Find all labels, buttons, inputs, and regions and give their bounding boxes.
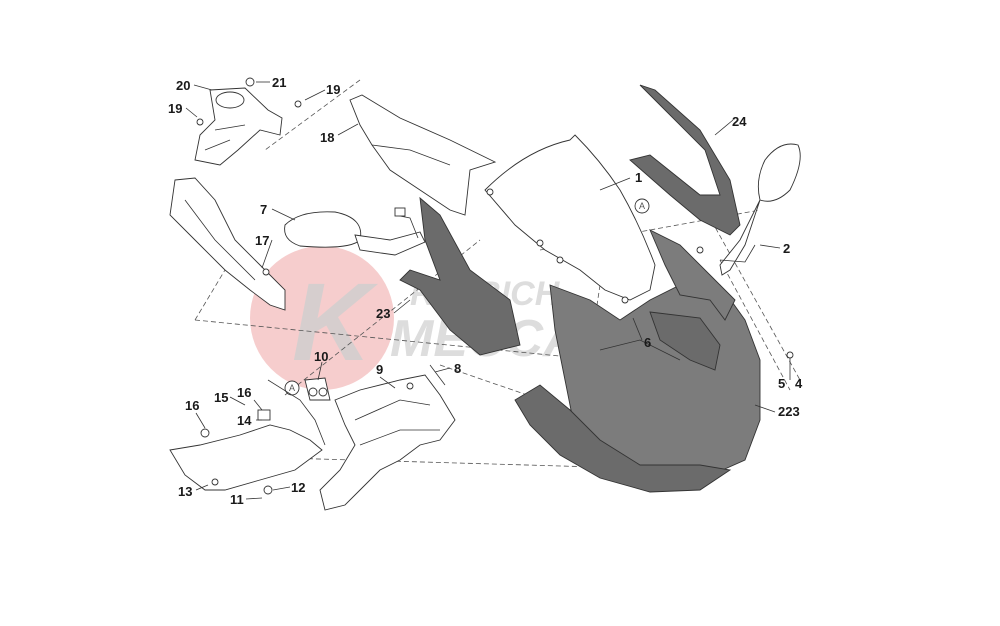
callouts: 20 21 19 19 18 7 17 1 24 2 23 6 10 9 8 5… xyxy=(168,75,803,507)
mirror-left-part xyxy=(284,207,426,256)
callout-19-left: 19 xyxy=(168,101,182,116)
callout-16-left: 16 xyxy=(185,398,199,413)
main-fairing-part xyxy=(514,229,761,493)
reference-mark-a-left: A xyxy=(289,383,295,393)
callout-20: 20 xyxy=(176,78,190,93)
callout-5: 5 xyxy=(778,376,785,391)
reference-mark-a-right: A xyxy=(639,201,645,211)
callout-21: 21 xyxy=(272,75,286,90)
callout-15: 15 xyxy=(214,390,228,405)
side-fairing-part xyxy=(169,177,286,311)
watermark-logo-letter: K xyxy=(292,261,379,384)
callout-1: 1 xyxy=(635,170,642,185)
windscreen-part xyxy=(484,134,656,304)
bracket-10-part: A xyxy=(284,377,331,401)
callout-223: 223 xyxy=(778,404,800,419)
callout-9: 9 xyxy=(376,362,383,377)
frame-bracket-part xyxy=(319,364,456,511)
callout-6: 6 xyxy=(644,335,651,350)
callout-19-right: 19 xyxy=(326,82,340,97)
callout-13: 13 xyxy=(178,484,192,499)
leader-lines xyxy=(185,81,781,500)
callout-12: 12 xyxy=(291,480,305,495)
mirror-right-part xyxy=(696,143,801,276)
callout-18: 18 xyxy=(320,130,334,145)
callout-24: 24 xyxy=(732,114,747,129)
inner-panel-part xyxy=(349,94,497,216)
callout-10: 10 xyxy=(314,349,328,364)
callout-4: 4 xyxy=(795,376,803,391)
callout-14: 14 xyxy=(237,413,252,428)
callout-16-right: 16 xyxy=(237,385,251,400)
air-duct-part xyxy=(399,196,521,356)
callout-2: 2 xyxy=(783,241,790,256)
upper-cowl-panel-part xyxy=(629,84,741,236)
callout-23: 23 xyxy=(376,306,390,321)
callout-11: 11 xyxy=(230,492,244,507)
callout-7: 7 xyxy=(260,202,267,217)
screw-4-5 xyxy=(786,351,794,380)
lower-bracket-part xyxy=(169,379,326,495)
watermark-circle xyxy=(250,246,394,390)
callout-8: 8 xyxy=(454,361,461,376)
callout-17: 17 xyxy=(255,233,269,248)
upper-bracket-part xyxy=(194,77,302,166)
